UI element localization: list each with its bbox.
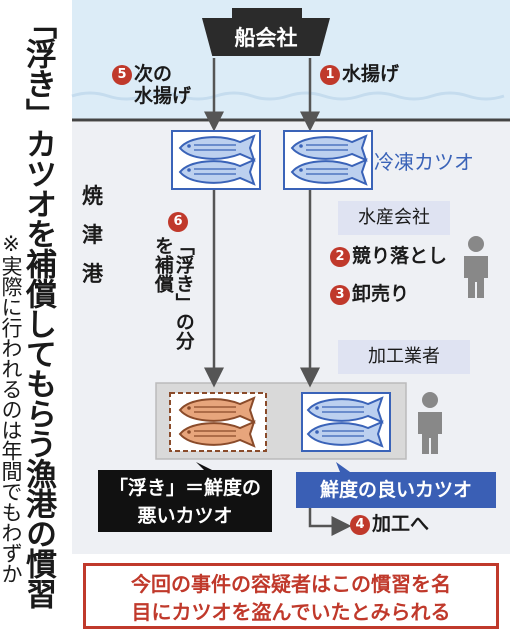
- frozen-bonito-label: 冷凍カツオ: [374, 150, 474, 174]
- step5-line2: 水揚げ: [134, 84, 192, 107]
- ship-cabin: [232, 8, 302, 20]
- step3-number: 3: [330, 285, 350, 305]
- good-fish-tag: 鮮度の良いカツオ: [296, 472, 496, 508]
- processor-label: 加工業者: [338, 340, 470, 374]
- step4-number: 4: [350, 515, 370, 535]
- step3-text: 卸売り: [352, 283, 410, 305]
- bad-fish-line2: 悪いカツオ: [137, 505, 233, 527]
- step6-label: 6 「浮き」の分を補償: [151, 212, 195, 366]
- step4-text: 加工へ: [372, 513, 430, 535]
- step2-number: 2: [330, 247, 350, 267]
- conclusion-line1: 今回の事件の容疑者はこの慣習を名: [131, 572, 451, 596]
- note-text: ※実際に行われるのは年間でもわずか: [0, 232, 23, 584]
- conclusion-box: 今回の事件の容疑者はこの慣習を名 目にカツオを盗んでいたとみられる: [83, 563, 499, 629]
- step5-number: 5: [112, 65, 132, 85]
- good-tag-pointer: [336, 462, 350, 472]
- port-char-1: 焼: [82, 184, 103, 208]
- port-char-3: 港: [82, 262, 103, 286]
- step6-number: 6: [168, 212, 188, 232]
- diagram-title: 「浮き」カツオを補償してもらう漁港の慣習: [20, 8, 56, 608]
- bad-fish-tag: 「浮き」＝鮮度の 悪いカツオ: [98, 470, 272, 532]
- arrow-to-processing: [308, 508, 352, 536]
- fishery-company-label: 水産会社: [338, 201, 450, 235]
- step1-text: 水揚げ: [342, 63, 400, 85]
- ship-company-label: 船会社: [202, 18, 330, 56]
- step6-text: 「浮き」の分を補償: [151, 236, 195, 350]
- port-char-2: 津: [82, 223, 103, 247]
- step2-text: 競り落とし: [352, 245, 448, 267]
- wave-lines: [71, 91, 505, 101]
- port-label: 焼 津 港: [82, 186, 103, 303]
- step5-line1: 次の: [134, 63, 173, 85]
- step1-number: 1: [320, 65, 340, 85]
- bad-tag-pointer: [196, 462, 212, 470]
- conclusion-line2: 目にカツオを盗んでいたとみられる: [131, 600, 451, 624]
- bad-fish-line1: 「浮き」＝鮮度の: [108, 477, 261, 499]
